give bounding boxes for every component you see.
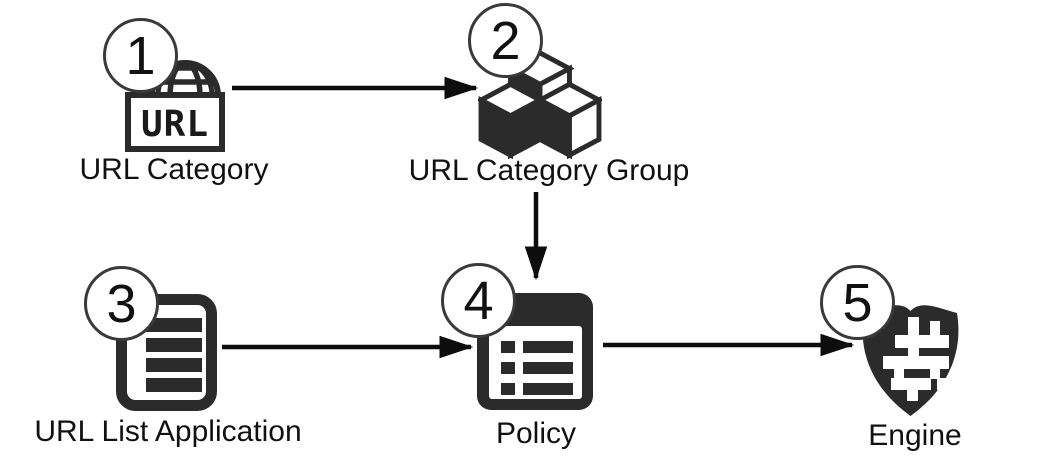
cube-bottom-right <box>534 81 602 160</box>
node-label-url-list-application: URL List Application <box>34 415 302 448</box>
node-label-policy: Policy <box>495 417 577 450</box>
step-badge-1: 1 <box>103 18 178 93</box>
node-label-url-category-group: URL Category Group <box>408 154 690 187</box>
step-badge-3: 3 <box>84 266 159 341</box>
url-box <box>125 92 225 152</box>
cubes-icon <box>478 50 602 160</box>
step-badge-4: 4 <box>441 263 516 338</box>
policy-list-rows <box>501 341 573 395</box>
node-label-url-category: URL Category <box>79 153 269 186</box>
node-label-engine: Engine <box>868 419 962 452</box>
firewall-bricks <box>883 317 949 401</box>
step-badge-2: 2 <box>468 3 543 78</box>
cube-bottom-left <box>478 81 546 160</box>
shield-firewall-icon <box>862 305 959 416</box>
step-badge-5: 5 <box>820 265 895 340</box>
list-lines <box>146 318 202 392</box>
url-box-text: URL <box>141 104 209 145</box>
